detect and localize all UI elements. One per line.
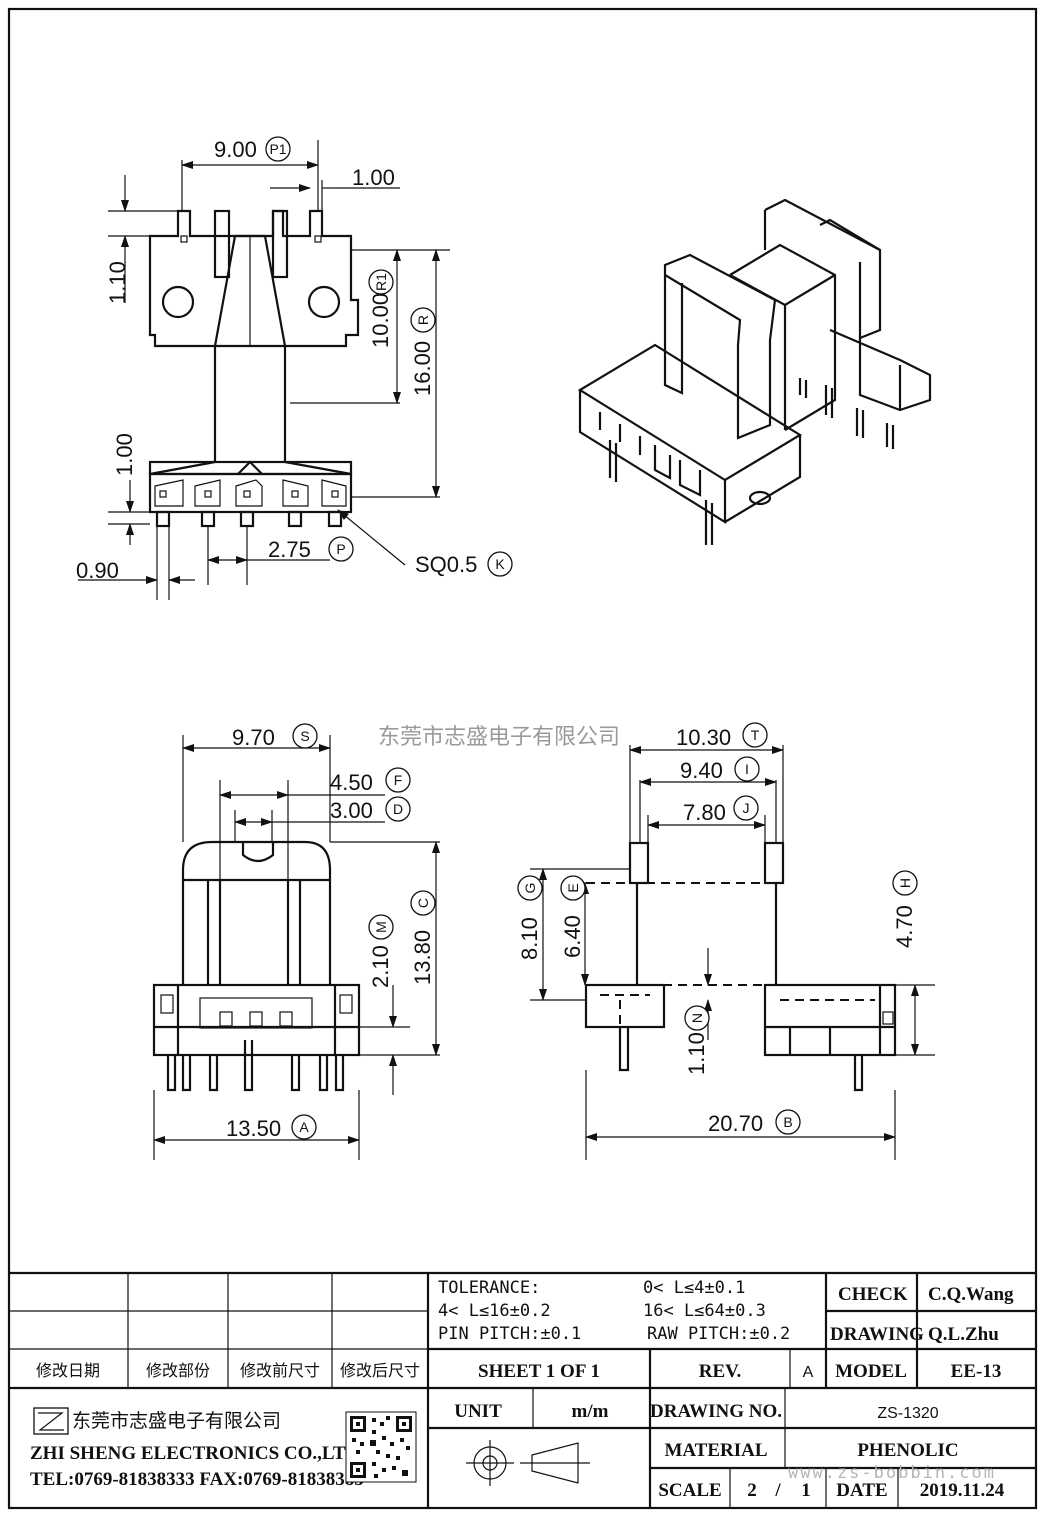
watermark-url: www.zs-bobbin.com — [788, 1463, 996, 1483]
scale-label: SCALE — [658, 1480, 721, 1501]
dim-h-tag: H — [897, 878, 913, 888]
unit-value: m/m — [572, 1401, 609, 1422]
check-value: C.Q.Wang — [928, 1284, 1014, 1305]
dim-k-tag: K — [495, 556, 505, 572]
material-value: PHENOLIC — [857, 1440, 958, 1461]
dim-n-value: 1.10 — [684, 1032, 709, 1075]
dim-f-tag: F — [394, 772, 403, 788]
dim-c-tag: C — [415, 898, 431, 908]
scale-numerator: 2 — [747, 1480, 757, 1501]
drawing-no-label: DRAWING NO. — [650, 1401, 782, 1422]
dim-t-value: 10.30 — [676, 725, 731, 750]
date-value: 2019.11.24 — [920, 1480, 1005, 1501]
dim-r-tag: R — [415, 315, 431, 325]
isometric-view — [577, 198, 932, 545]
check-label: CHECK — [838, 1284, 908, 1305]
dim-p1-value: 9.00 — [214, 137, 257, 162]
dim-g-tag: G — [522, 883, 538, 894]
watermark-company: 东莞市志盛电子有限公司 — [378, 725, 620, 750]
raw-pitch: RAW PITCH:±0.2 — [647, 1324, 790, 1344]
rev-header-before: 修改前尺寸 — [240, 1362, 320, 1380]
dim-h-value: 4.70 — [892, 905, 917, 948]
dim-a-value: 13.50 — [226, 1116, 281, 1141]
dim-p-value: 2.75 — [268, 537, 311, 562]
dim-m-tag: M — [373, 921, 389, 933]
company-name-cn: 东莞市志盛电子有限公司 — [72, 1410, 281, 1432]
tolerance-label: TOLERANCE: — [438, 1278, 540, 1298]
rev-value: A — [803, 1364, 814, 1381]
company-name-en: ZHI SHENG ELECTRONICS CO.,LTD — [30, 1443, 359, 1464]
dim-j-value: 7.80 — [683, 800, 726, 825]
dim-r1-value: 10.00 — [368, 293, 393, 348]
dim-c-value: 13.80 — [410, 930, 435, 985]
dim-d-tag: D — [393, 801, 403, 817]
dim-g-value: 8.10 — [517, 917, 542, 960]
dim-s-tag: S — [300, 728, 309, 744]
dim-b-tag: B — [783, 1114, 792, 1130]
drawing-value: Q.L.Zhu — [928, 1324, 999, 1345]
date-label: DATE — [836, 1480, 887, 1501]
dim-f-value: 4.50 — [330, 770, 373, 795]
dim-n-tag: N — [689, 1013, 705, 1023]
tolerance-line-3: 16< L≤64±0.3 — [643, 1301, 766, 1321]
scale-denominator: 1 — [801, 1480, 811, 1501]
unit-label: UNIT — [454, 1401, 502, 1422]
qr-code-icon — [345, 1411, 417, 1483]
scale-separator: / — [774, 1480, 781, 1501]
tolerance-line-1: 0< L≤4±0.1 — [643, 1278, 745, 1298]
dim-t-tag: T — [751, 727, 760, 743]
tolerance-line-2: 4< L≤16±0.2 — [438, 1301, 551, 1321]
top-view: 9.00 P1 1.00 1.10 10.00 R1 16.00 R 1.00 … — [76, 136, 513, 600]
dim-e-value: 6.40 — [560, 915, 585, 958]
dim-k-value: SQ0.5 — [415, 552, 477, 577]
front-view: 9.70 S 4.50 F 3.00 D 2.10 M 13.80 C 13.5… — [152, 723, 440, 1160]
dim-p-tag: P — [336, 541, 345, 557]
projection-symbol-icon — [466, 1440, 590, 1486]
dim-r-value: 16.00 — [410, 341, 435, 396]
model-value: EE-13 — [951, 1361, 1002, 1382]
model-label: MODEL — [835, 1361, 907, 1382]
title-block: TOLERANCE: 0< L≤4±0.1 4< L≤16±0.2 16< L≤… — [9, 1271, 1036, 1508]
dim-pin-width: 1.00 — [352, 165, 395, 190]
company-contact: TEL:0769-81838333 FAX:0769-81838383 — [30, 1469, 364, 1490]
dim-top-height: 1.10 — [105, 261, 130, 304]
dim-s-value: 9.70 — [232, 725, 275, 750]
rev-label: REV. — [699, 1361, 741, 1382]
rev-header-after: 修改后尺寸 — [340, 1362, 420, 1380]
dim-e-tag: E — [565, 883, 581, 892]
dim-a-tag: A — [299, 1119, 309, 1135]
material-label: MATERIAL — [664, 1440, 767, 1461]
dim-j-tag: J — [743, 800, 750, 816]
rev-header-part: 修改部份 — [146, 1362, 210, 1380]
rev-header-date: 修改日期 — [36, 1362, 100, 1380]
dim-r1-tag: R1 — [373, 273, 389, 291]
dim-i-tag: I — [745, 761, 749, 777]
dim-i-value: 9.40 — [680, 758, 723, 783]
sheet-border — [7, 7, 1038, 1510]
side-view: 10.30 T 9.40 I 7.80 J 8.10 G 6.40 E 4.70… — [517, 722, 935, 1160]
drawing-label: DRAWING — [830, 1324, 924, 1345]
company-logo — [33, 1407, 69, 1435]
dim-m-value: 2.10 — [368, 945, 393, 988]
dim-bottom-height: 1.00 — [112, 433, 137, 476]
drawing-no-value: ZS-1320 — [877, 1405, 938, 1422]
dim-d-value: 3.00 — [330, 798, 373, 823]
dim-pin-gap: 0.90 — [76, 558, 119, 583]
pin-pitch: PIN PITCH:±0.1 — [438, 1324, 581, 1344]
dim-b-value: 20.70 — [708, 1111, 763, 1136]
dim-p1-tag: P1 — [269, 141, 286, 157]
sheet-label: SHEET 1 OF 1 — [478, 1361, 600, 1382]
